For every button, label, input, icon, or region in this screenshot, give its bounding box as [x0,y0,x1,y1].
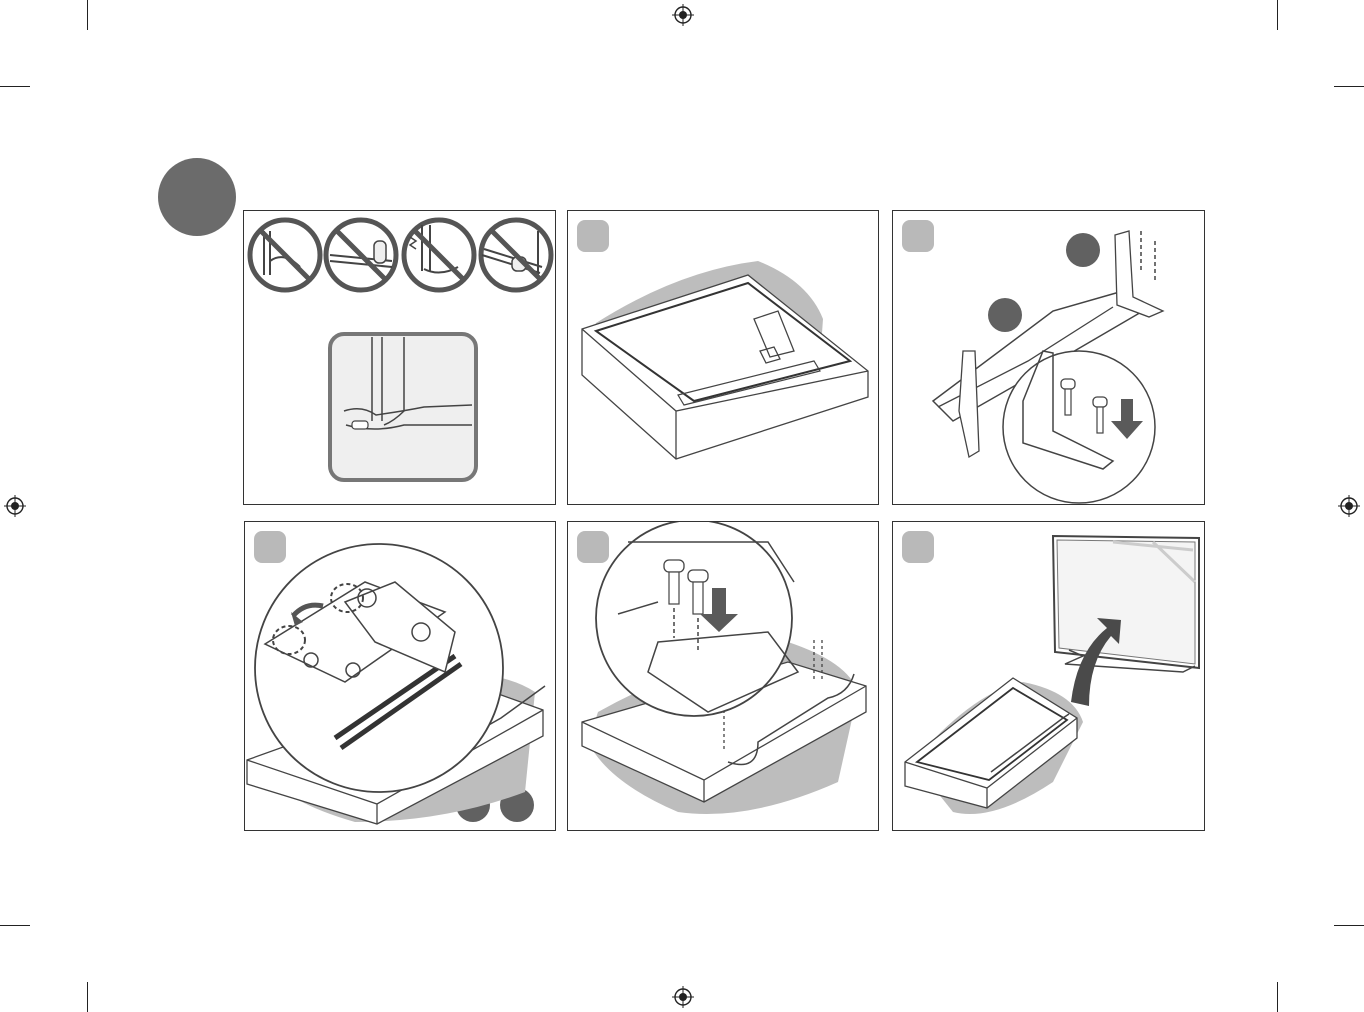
registration-mark-top [672,4,694,26]
panel-step-fasten-screws [567,521,879,831]
prohibited-grip-icon [326,220,396,290]
crop-mark-bottom-left-h [0,925,30,926]
fasten-screws-illustration [568,522,879,831]
handling-illustration [244,211,556,505]
crop-mark-bottom-right-h [1334,925,1364,926]
stand-assembly-icon [893,211,1205,505]
crop-mark-bottom-left-v [87,982,88,1012]
crop-mark-top-right-v [1277,0,1278,30]
panel-step-attach-stand [244,521,556,831]
crop-mark-top-left-v [87,0,88,30]
panel-step-lift-tv [892,521,1205,831]
panel-step-assemble-stand [892,210,1205,505]
crop-mark-top-left-h [0,86,30,87]
panel-handling [243,210,556,505]
registration-mark-bottom [672,986,694,1008]
crop-mark-bottom-right-v [1277,982,1278,1012]
tv-face-down-icon [568,211,879,505]
lift-tv-illustration [893,522,1205,831]
correct-grip-icon [330,334,476,480]
stand-hook-icon [245,522,556,831]
prohibited-grip-icon [250,220,320,290]
prohibited-grip-icon [481,220,551,290]
section-marker [158,158,236,236]
prohibited-grip-icon [404,220,474,290]
panel-step-lay-tv [567,210,879,505]
registration-mark-right [1338,495,1360,517]
screw-icon [1141,231,1155,281]
upright-tv-icon [1053,536,1199,672]
crop-mark-top-right-h [1334,86,1364,87]
registration-mark-left [4,495,26,517]
